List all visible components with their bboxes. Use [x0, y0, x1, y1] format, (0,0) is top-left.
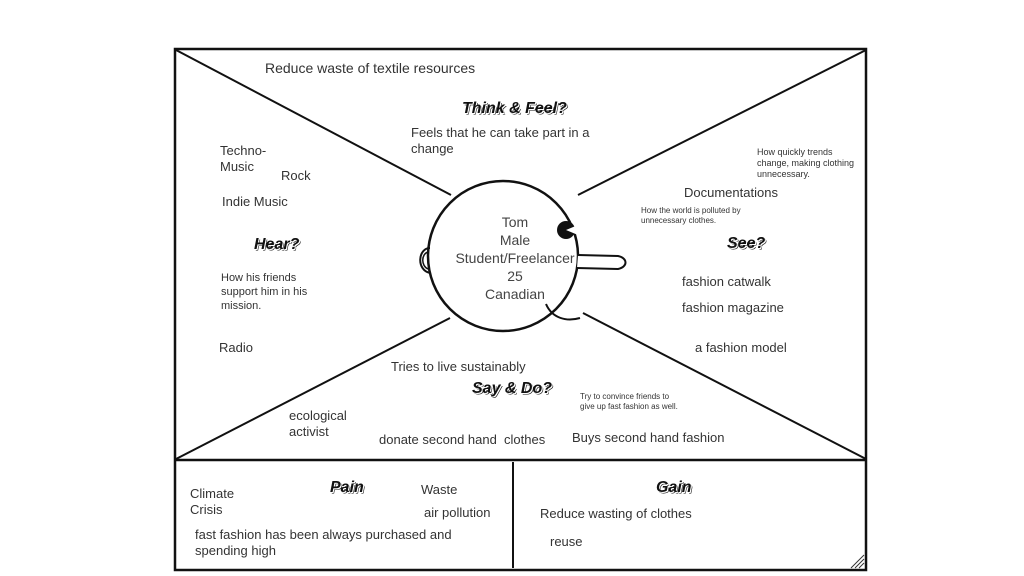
- mouth: [545, 303, 581, 321]
- say-do-note: Try to convince friends to give up fast …: [580, 392, 678, 411]
- see-note: How quickly trends change, making clothi…: [757, 147, 855, 179]
- see-note: fashion magazine: [682, 300, 784, 315]
- left-ear: [419, 247, 431, 274]
- hear-note: Radio: [219, 340, 253, 355]
- heading-gain: Gain: [656, 479, 692, 496]
- diagonal-bottom-right: [582, 312, 867, 460]
- heading-think-feel: Think & Feel?: [462, 100, 567, 117]
- pain-note: air pollution: [424, 505, 491, 520]
- see-note: fashion catwalk: [682, 274, 771, 289]
- persona-name: Tom: [501, 214, 529, 230]
- persona-nationality: Canadian: [485, 286, 545, 302]
- say-do-note: donate second hand clothes: [379, 432, 546, 447]
- diagonal-top-right: [577, 49, 867, 196]
- say-do-note: ecological activist: [289, 408, 347, 440]
- diagram-frame: [173, 47, 868, 572]
- gain-note: reuse: [550, 534, 583, 549]
- hear-note: Indie Music: [222, 194, 288, 209]
- see-note: Documentations: [684, 185, 778, 200]
- hear-note: Rock: [281, 168, 311, 183]
- hear-note: Techno-Music: [220, 143, 267, 175]
- heading-hear: Hear?: [254, 236, 300, 253]
- persona-occupation: Student/Freelancer: [455, 250, 575, 266]
- gain-note: Reduce wasting of clothes: [540, 506, 692, 521]
- see-note: a fashion model: [695, 340, 787, 355]
- goal-title: Reduce waste of textile resources: [265, 60, 476, 76]
- think-feel-note: Feels that he can take part in a change: [411, 125, 590, 157]
- pain-note: fast fashion has been always purchased a…: [195, 527, 452, 559]
- diagonal-top-left: [175, 49, 452, 196]
- persona-age: 25: [507, 268, 523, 284]
- say-do-note: Buys second hand fashion: [572, 430, 725, 445]
- pain-note: Climate Crisis: [190, 486, 235, 518]
- heading-pain: Pain: [330, 479, 364, 496]
- pain-note: Waste: [421, 482, 458, 497]
- eye-highlight: [566, 225, 578, 235]
- resize-grip-icon[interactable]: [850, 554, 865, 569]
- hear-note: How his friends support him in his missi…: [221, 272, 308, 312]
- diagonal-bottom-left: [175, 317, 451, 460]
- heading-say-do: Say & Do?: [472, 380, 553, 397]
- say-do-note: Tries to live sustainably: [391, 359, 526, 374]
- see-note: How the world is polluted by unnecessary…: [641, 206, 741, 225]
- left-ear-inner: [422, 251, 429, 270]
- heading-see: See?: [727, 235, 766, 252]
- persona-gender: Male: [499, 232, 531, 248]
- persona-card: Tom Male Student/Freelancer 25 Canadian: [442, 213, 588, 303]
- nose: [576, 254, 627, 271]
